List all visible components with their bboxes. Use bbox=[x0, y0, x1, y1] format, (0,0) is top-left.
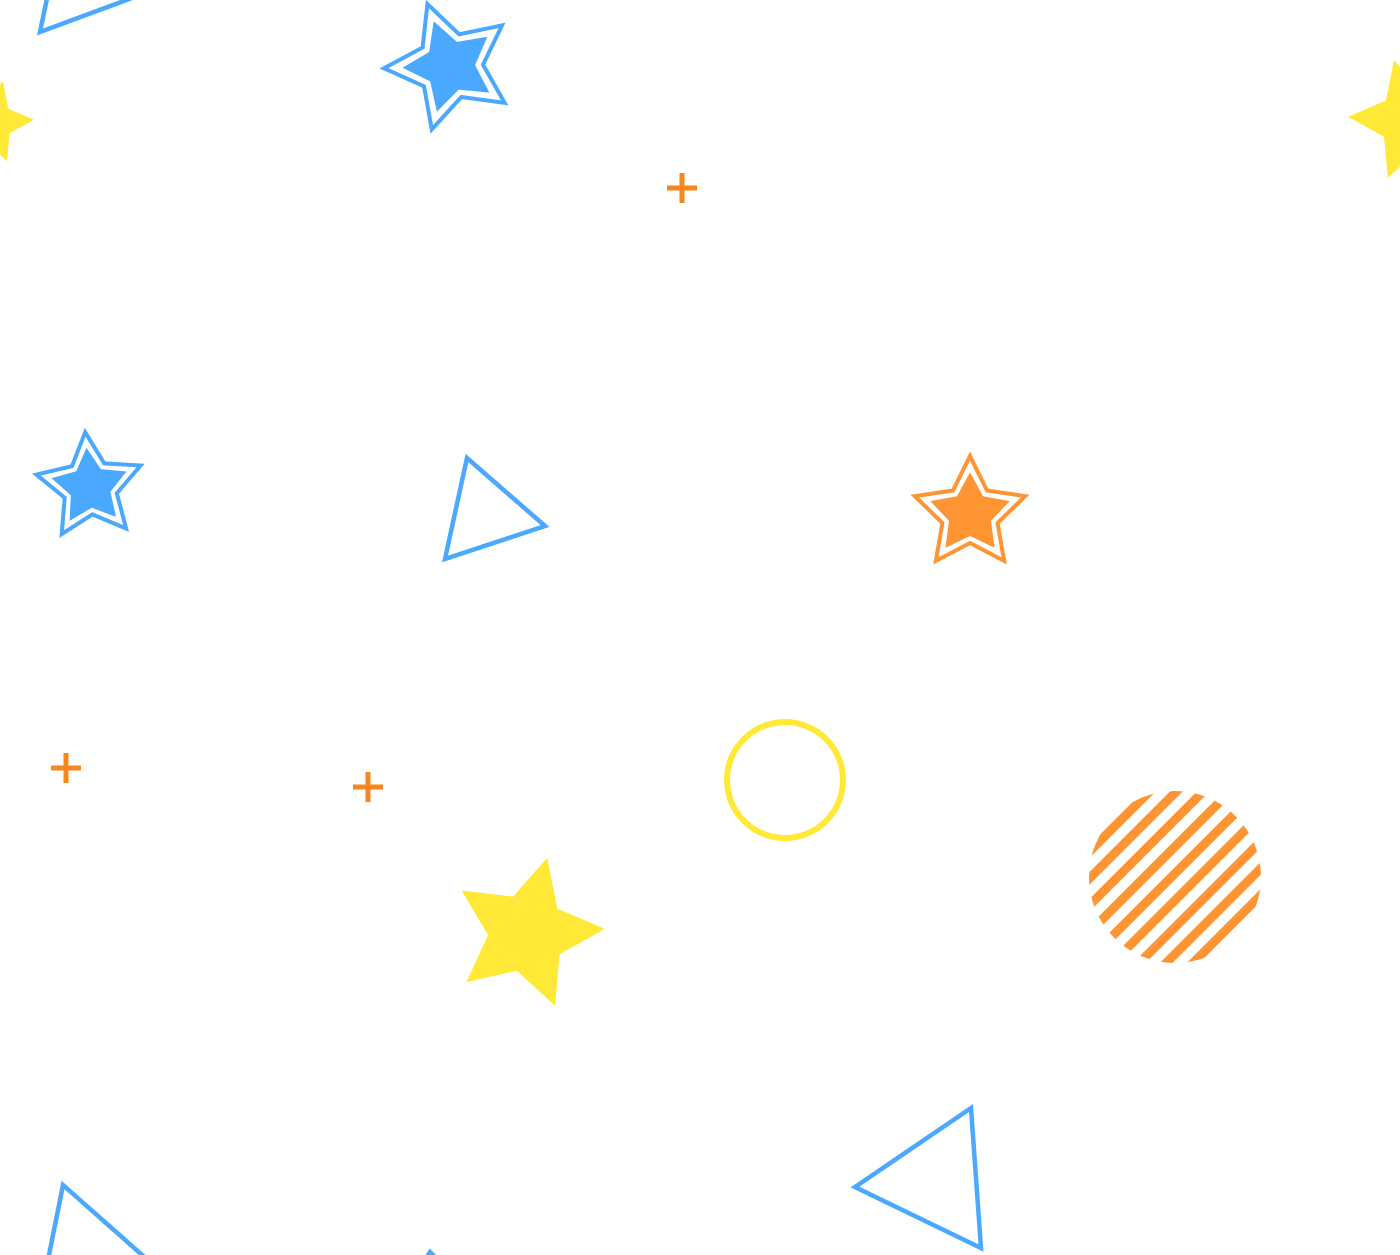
triangle-icon bbox=[850, 1103, 984, 1252]
star-icon bbox=[910, 451, 1030, 565]
star-icon bbox=[1348, 60, 1400, 178]
circle-icon bbox=[724, 719, 846, 841]
star-icon bbox=[930, 472, 1010, 548]
star-icon bbox=[0, 81, 34, 162]
triangle-icon bbox=[46, 1180, 146, 1255]
star-icon bbox=[379, 0, 509, 134]
plus-icon bbox=[51, 753, 81, 783]
triangle-icon bbox=[441, 453, 550, 563]
star-icon bbox=[402, 21, 490, 112]
plus-icon bbox=[353, 772, 383, 802]
plus-icon bbox=[667, 173, 697, 203]
striped-circle-icon bbox=[1089, 791, 1261, 963]
triangle-icon bbox=[36, 0, 133, 36]
star-icon bbox=[461, 857, 605, 1006]
star-icon bbox=[31, 427, 145, 538]
star-icon bbox=[51, 447, 127, 521]
